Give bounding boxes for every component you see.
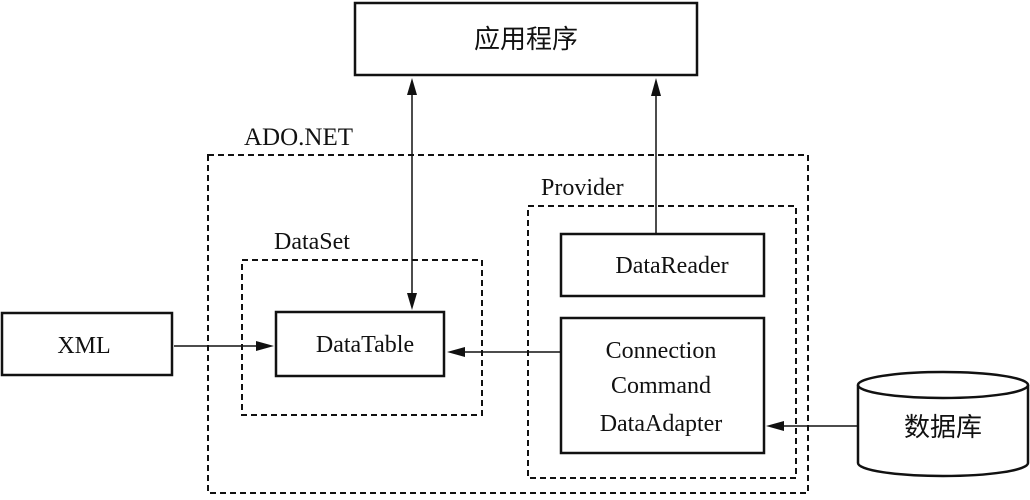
application-box [353,1,699,77]
dataset-group-border [241,259,483,416]
provider-group-label: Provider [541,175,624,201]
application-label: 应用程序 [474,25,578,54]
edge-provider-datatable [447,347,561,357]
datatable-label: DataTable [316,332,414,358]
edge-database-provider [766,421,858,431]
adonet-group-label: ADO.NET [244,124,353,151]
dataadapter-label: DataAdapter [600,411,723,437]
arrowhead-left [447,347,465,357]
adonet-group-border [207,154,809,494]
connection-label: Connection [606,338,717,364]
database-cylinder-top [856,370,1030,400]
datareader-label: DataReader [615,253,728,279]
datatable-box [274,310,446,378]
edge-datareader-application [651,78,661,234]
database-cylinder-body [856,385,1030,478]
database-label: 数据库 [904,413,982,442]
arrowhead-up [407,78,417,95]
provider-group-border [527,205,797,479]
edge-application-datatable [407,78,417,310]
xml-label: XML [57,333,110,359]
datareader-box [559,232,766,298]
provider-components-box [559,316,766,455]
database-cylinder [856,370,1030,478]
command-label: Command [611,373,711,399]
arrowhead-right [256,341,274,351]
xml-box [0,311,174,377]
arrowhead-up [651,78,661,96]
arrowhead-left [766,421,784,431]
arrowhead-down [407,293,417,310]
edge-xml-datatable [174,341,274,351]
dataset-group-label: DataSet [274,229,350,255]
